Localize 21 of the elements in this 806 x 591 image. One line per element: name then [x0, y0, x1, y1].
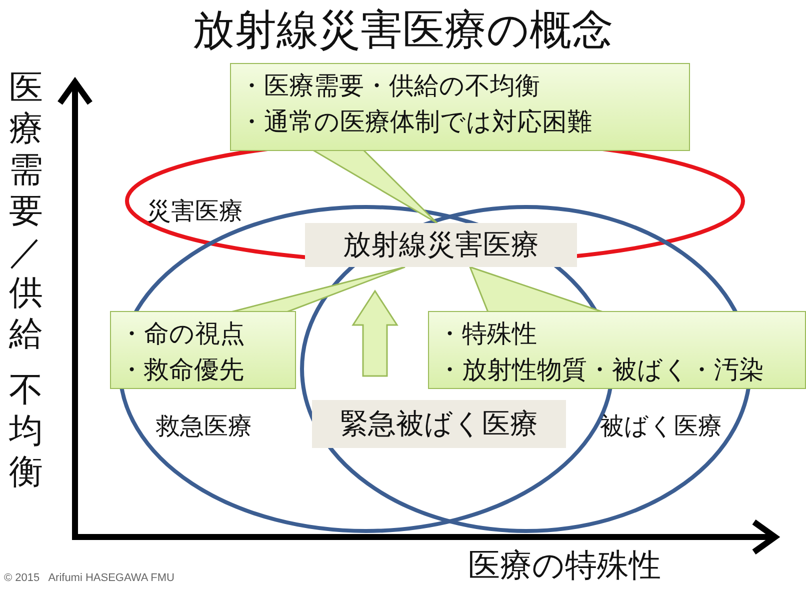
callout-box: [230, 63, 690, 151]
bullet-text: ・命の視点: [119, 319, 246, 350]
region-label: 被ばく医療: [600, 412, 722, 442]
bullet-text: ・通常の医療体制では対応困難: [239, 107, 593, 138]
copyright-note: © 2015 Arifumi HASEGAWA FMU: [4, 572, 174, 584]
title: 放射線災害医療の概念: [192, 5, 614, 55]
callout-pointer: [230, 266, 406, 313]
region-label: 救急医療: [156, 412, 252, 442]
axis-label: 医療需要／供給: [8, 68, 44, 355]
bullet-text: ・救命優先: [119, 355, 245, 386]
block-arrow: [352, 290, 398, 377]
callout-pointer: [468, 266, 604, 313]
bullet-text: ・医療需要・供給の不均衡: [239, 71, 541, 102]
bullet-text: ・放射性物質・被ばく・汚染: [437, 355, 765, 386]
axis-label: 医療の特殊性: [468, 546, 661, 585]
bullet-text: ・特殊性: [437, 319, 538, 350]
highlight-label: 放射線災害医療: [305, 223, 577, 267]
highlight-label: 緊急被ばく医療: [312, 400, 566, 448]
region-label: 災害医療: [147, 197, 243, 227]
axis-label: 不均衡: [8, 370, 44, 493]
callout-box: [428, 311, 806, 389]
